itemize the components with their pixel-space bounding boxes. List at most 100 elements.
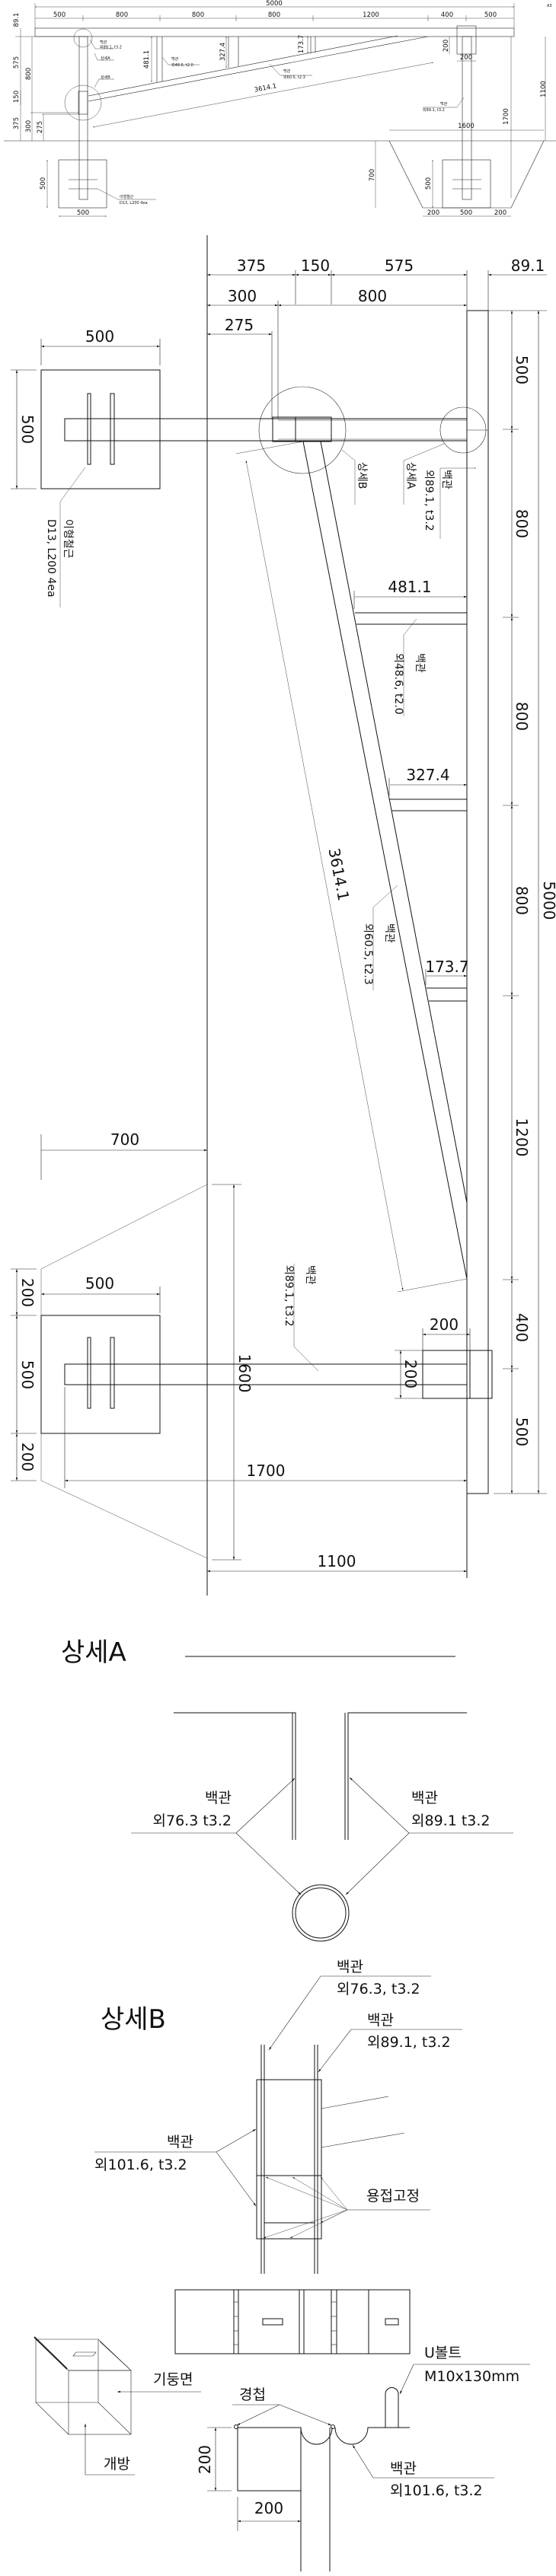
main-strut-dim: 173.7	[425, 958, 468, 976]
label-post-spec: 외89.1, t3.2	[423, 107, 445, 113]
main-label-top-pipe-spec: 외89.1, t3.2	[423, 470, 435, 531]
main-dim-1700: 1700	[247, 1462, 286, 1480]
main-bottom-footing	[40, 1315, 161, 1434]
main-dim-150: 150	[301, 257, 330, 275]
span-dim: 400	[441, 11, 453, 19]
main-dim-300: 300	[228, 287, 257, 305]
main-label-detail-a: 상세A	[404, 462, 417, 489]
detail-b-weld-label: 용접고정	[366, 2188, 420, 2205]
detail-a-title: 상세A	[61, 1637, 126, 1668]
detail-b-inner-spec: 외76.3, t3.2	[337, 1981, 420, 1997]
detail-b-sleeve	[256, 2079, 322, 2240]
main-right-dim: 800	[513, 702, 531, 731]
main-diagonal-dim: 3614.1	[324, 846, 353, 902]
box-detail: 기둥면 개방 경첩 U볼트 M10x130mm 백관 외101.6, t3.2 …	[34, 2289, 530, 2571]
section-height-dim: 200	[196, 2445, 214, 2474]
dim-375: 375	[13, 117, 21, 129]
overview-top-beam	[34, 27, 515, 37]
hinge-icon	[331, 2425, 335, 2429]
detail-b-outer-name: 백관	[367, 2012, 394, 2029]
ubolt-spec: M10x130mm	[424, 2368, 519, 2385]
main-cap-height: 200	[401, 1360, 420, 1388]
column-face-label: 기둥면	[153, 2371, 193, 2388]
detail-b-sleeve-name: 백관	[167, 2134, 193, 2150]
detail-b-sleeve-spec: 외101.6, t3.2	[94, 2157, 187, 2173]
main-bottom-footing-width: 500	[85, 1274, 114, 1293]
right-footing-side-b: 200	[494, 209, 506, 217]
main-dim-89-1: 89.1	[511, 257, 545, 275]
dim-89-1: 89.1	[13, 13, 21, 27]
section-pipe-spec: 외101.6, t3.2	[390, 2482, 483, 2499]
dim-150: 150	[13, 91, 21, 103]
bracket-box-isometric	[34, 2336, 132, 2435]
dim-575: 575	[13, 56, 21, 69]
span-dim: 800	[268, 11, 280, 19]
dim-1100: 1100	[540, 81, 548, 97]
main-label-post-spec: 외89.1, t3.2	[283, 1265, 295, 1327]
main-pole	[466, 310, 489, 1494]
dim-1700: 1700	[503, 108, 510, 125]
hinge-icon	[234, 2425, 238, 2429]
ubolt-name: U볼트	[424, 2345, 462, 2361]
main-top-footing-width: 500	[85, 327, 114, 346]
overview-elevation: A3 5000 500 800 800 800 1200 400 500	[4, 0, 556, 217]
overview-right-post	[462, 36, 472, 200]
detail-a: 상세A 백관 외76.3 t3.2 백관 외89.1 t3.2	[61, 1637, 513, 1942]
main-dim-1600: 1600	[235, 1354, 254, 1393]
main-bottom-footing-side-b: 200	[18, 1443, 37, 1471]
main-plan: 375 150 575 89.1 300 800 275 500 500 361…	[11, 235, 556, 1596]
dim-800: 800	[25, 68, 33, 80]
main-dim-700: 700	[110, 1130, 139, 1149]
main-dim-275: 275	[225, 316, 254, 334]
label-pipe-name: 백관	[100, 40, 107, 45]
label-rebar-spec: D13, L200 4ea	[120, 201, 148, 206]
span-dim: 500	[53, 11, 66, 19]
pipe-saddle	[300, 2427, 333, 2445]
main-right-dim: 800	[513, 509, 531, 538]
cap-width-dim: 200	[460, 54, 472, 62]
label-diag-spec: 외60.5, t2.3	[283, 75, 305, 80]
hinge-label: 경첩	[239, 2386, 266, 2403]
section-width-dim: 200	[254, 2499, 283, 2517]
bracket-section	[237, 2427, 302, 2492]
strut-height-dim: 327.4	[219, 43, 227, 61]
bolt-slot	[385, 2318, 399, 2326]
main-right-dim: 500	[513, 355, 531, 384]
main-label-diag-spec: 외60.5, t2.3	[362, 923, 374, 985]
cap-height-dim: 200	[443, 40, 450, 52]
main-top-footing-height: 500	[18, 415, 37, 444]
right-footing-side-a: 200	[427, 209, 439, 217]
main-right-dim: 400	[513, 1313, 531, 1342]
span-dim: 1200	[363, 11, 379, 19]
main-strut-dim: 327.4	[406, 766, 449, 784]
main-right-dim: 500	[513, 1417, 531, 1446]
label-strut-spec: 외48.6, t2.0	[171, 62, 193, 68]
main-post-cap	[422, 1350, 493, 1399]
detail-b-title: 상세B	[101, 2004, 166, 2035]
main-bottom-footing-side-a: 200	[18, 1278, 37, 1307]
detail-a-marker	[73, 28, 93, 48]
bolt-slot	[262, 2318, 283, 2326]
overview-span-dims: 500 800 800 800 1200 400 500	[53, 11, 497, 19]
open-side-label: 개방	[104, 2456, 130, 2472]
bracket-flat-pattern	[174, 2289, 411, 2354]
main-label-post-name: 백관	[304, 1265, 316, 1285]
label-detail-a: 상세A	[101, 56, 110, 61]
dim-300: 300	[25, 120, 33, 132]
main-label-strut-spec: 외48.6, t2.0	[392, 653, 404, 715]
strut-height-dim: 481.1	[143, 50, 151, 69]
main-right-dim: 1200	[513, 1118, 531, 1157]
dim-1600: 1600	[458, 123, 475, 130]
main-label-rebar-name: 이형철근	[62, 519, 74, 559]
main-bottom-footing-height: 500	[18, 1360, 37, 1389]
overview-left-footing	[58, 159, 107, 209]
left-footing-width: 500	[77, 209, 89, 217]
overview-left-pole	[78, 36, 88, 200]
main-total-dim: 5000	[540, 882, 556, 920]
main-dim-1100: 1100	[318, 1552, 356, 1570]
main-label-rebar-spec: D13, L200 4ea	[45, 519, 57, 598]
detail-b-marker	[64, 84, 102, 121]
main-label-diag-name: 백관	[383, 923, 395, 943]
label-strut-name: 백관	[171, 56, 179, 62]
